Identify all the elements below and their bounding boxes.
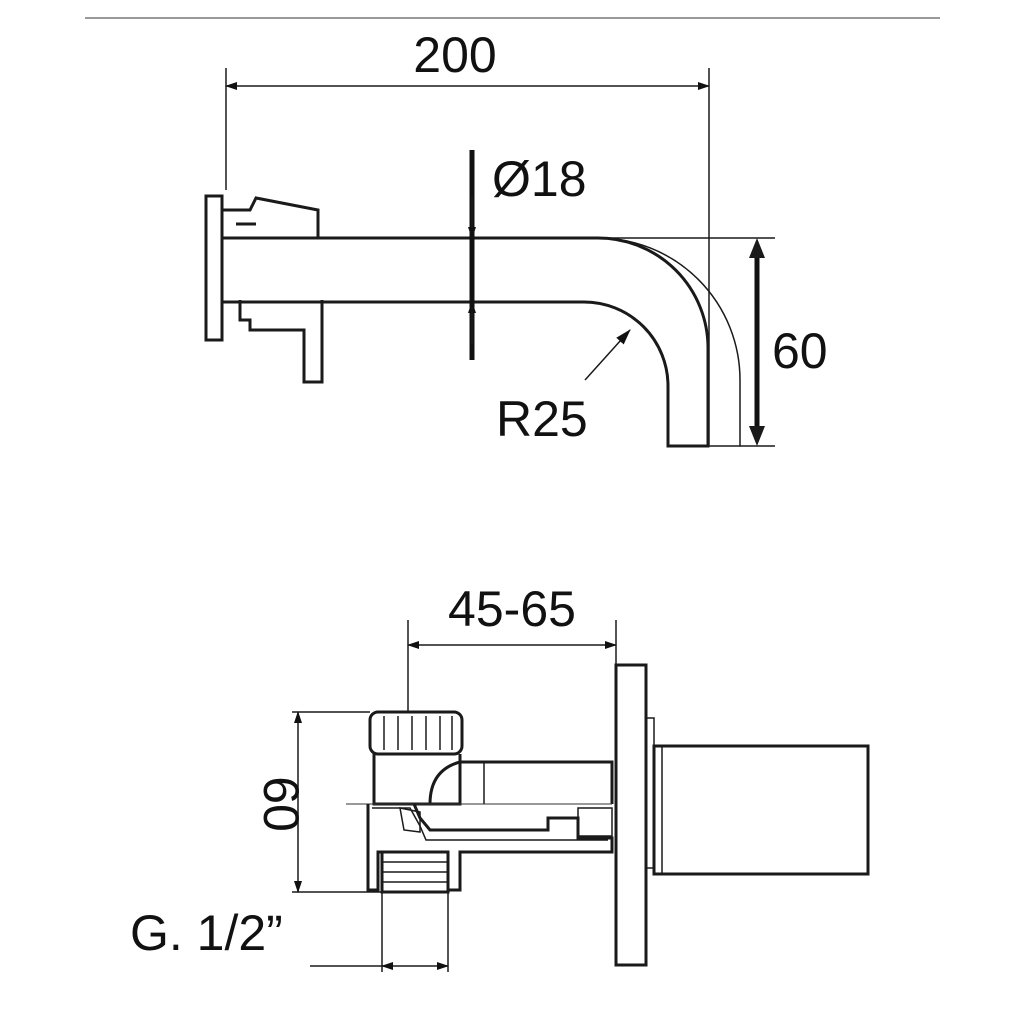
spout-height-dimension: 60	[598, 237, 828, 447]
height-arrow-top	[749, 238, 765, 258]
cartridge-detail	[399, 807, 421, 833]
body-section-inner	[372, 807, 608, 841]
wall-plate	[204, 194, 224, 342]
valve-housing	[372, 754, 462, 806]
seal-detail	[577, 807, 613, 837]
height-arrow-bottom	[749, 426, 765, 446]
nut-body	[368, 710, 464, 756]
pipe-bend	[428, 760, 614, 805]
body-section	[366, 803, 614, 892]
section-view: 45-65	[130, 581, 870, 972]
wall-depth-label: 45-65	[448, 581, 576, 637]
spout-outer-edge	[597, 237, 741, 447]
lever-handle-top	[222, 196, 320, 238]
spout	[220, 236, 710, 448]
bend-radius-label: R25	[496, 391, 588, 447]
thread-label: G. 1/2”	[130, 905, 283, 961]
diameter-label: Ø18	[492, 151, 587, 207]
side-view: 200 Ø18 60 R25	[85, 17, 940, 448]
body-height-label: 60	[253, 776, 309, 832]
knurled-nut	[368, 710, 464, 756]
diameter-dimension: Ø18	[468, 150, 587, 360]
spout-height-label: 60	[772, 323, 828, 379]
length-label: 200	[413, 27, 496, 83]
body-height-dimension: 60	[253, 711, 382, 893]
bend-radius-dimension: R25	[496, 329, 631, 447]
length-dimension: 200	[225, 27, 710, 445]
valve-body-lower	[238, 300, 324, 384]
spout-stub	[652, 744, 870, 876]
radius-leader	[584, 329, 631, 381]
thread-dimension: G. 1/2”	[130, 892, 449, 972]
cover-plate	[614, 663, 648, 967]
wall-depth-dimension: 45-65	[407, 581, 617, 712]
